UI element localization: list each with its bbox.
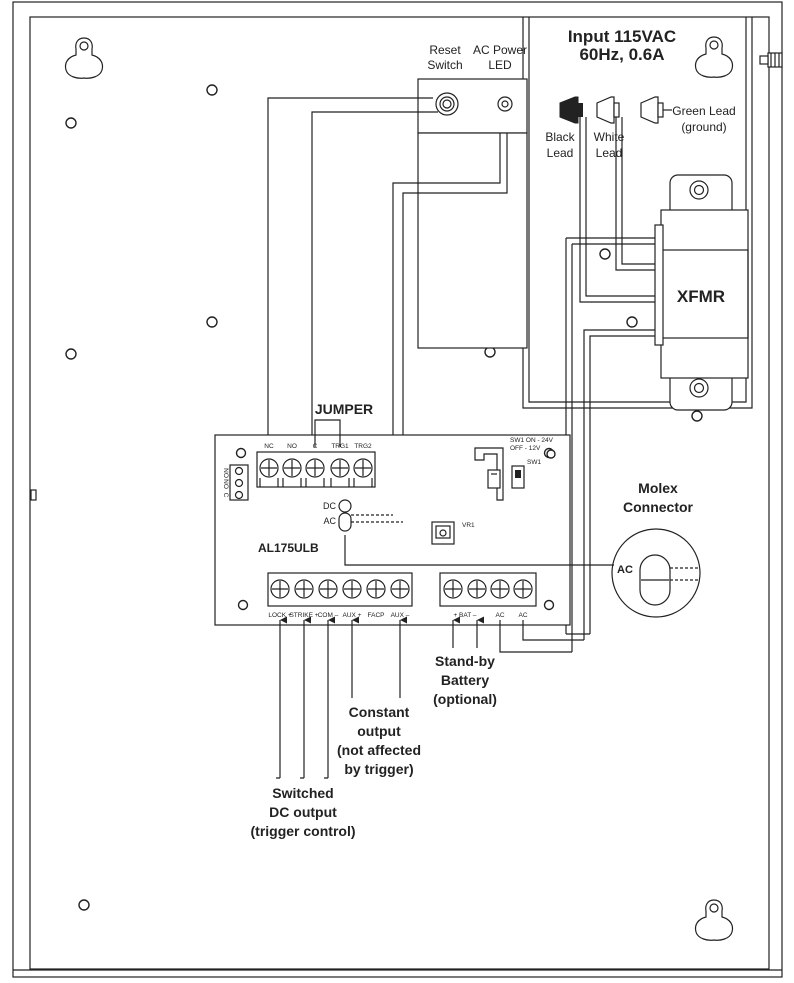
battery-arrows [452, 616, 485, 648]
constant-output-arrows [351, 616, 408, 698]
white-lead [596, 96, 615, 124]
terminal-label-c: C [313, 443, 318, 450]
jumper-wire [314, 419, 341, 447]
dc-label: DC [323, 501, 336, 511]
bottom-right-terminal-screws [443, 579, 533, 599]
terminal-label-com: COM – [318, 612, 339, 619]
ac-label: AC [323, 516, 336, 526]
bottom-left-terminal-screws [270, 579, 410, 599]
terminal-label-strike: STRIKE + [289, 612, 318, 619]
keyhole-top-right [694, 36, 734, 78]
ac-led [338, 512, 352, 532]
standby-label-3: (optional) [433, 691, 497, 707]
terminal-label-ac2: AC [518, 612, 527, 619]
molex-ac-label: AC [617, 564, 633, 576]
keyhole-top-left [64, 37, 104, 79]
terminal-label-trg1: TRG1 [331, 443, 349, 450]
reset-switch-label-2: Switch [427, 58, 462, 72]
ac-wires [499, 620, 590, 653]
switched-label-3: (trigger control) [251, 823, 356, 839]
al175ulb-board [214, 419, 571, 626]
molex-label-1: Molex [638, 480, 678, 496]
terminal-label-bat: + BAT – [453, 612, 476, 619]
keyhole-bottom-right [694, 899, 734, 941]
black-lead-label-1: Black [545, 130, 575, 144]
mounting-holes [65, 84, 703, 911]
green-lead-label-1: Green Lead [672, 104, 735, 118]
switched-output-arrows [276, 616, 336, 779]
terminal-label-lock: LOCK + [268, 612, 292, 619]
terminal-label-nc: NC [264, 443, 274, 450]
standby-label-1: Stand-by [435, 653, 495, 669]
board-model: AL175ULB [258, 541, 319, 555]
sw1-label: SW1 [527, 459, 541, 466]
ground-stud [759, 52, 783, 68]
constant-label-3: (not affected [337, 742, 421, 758]
terminal-label-facp: FACP [368, 612, 385, 619]
constant-label-1: Constant [349, 704, 410, 720]
standby-label-2: Battery [441, 672, 489, 688]
vr1-label: VR1 [462, 522, 475, 529]
constant-label-4: by trigger) [344, 761, 413, 777]
switched-label-2: DC output [269, 804, 337, 820]
white-lead-label-1: White [594, 130, 625, 144]
lead-connectors [559, 96, 672, 124]
reset-led-bracket [417, 78, 528, 349]
vr1-pot [431, 521, 455, 545]
dc-led [338, 499, 352, 513]
ac-power-led [497, 96, 513, 112]
molex-connector [344, 528, 701, 618]
ac-led-label-1: AC Power [473, 43, 527, 57]
side-header-label-3: C [222, 493, 229, 498]
white-lead-label-2: Lead [596, 146, 623, 160]
reset-switch-label-1: Reset [429, 43, 461, 57]
terminal-label-aux-plus: AUX + [343, 612, 362, 619]
terminal-label-trg2: TRG2 [354, 443, 372, 450]
input-line2: 60Hz, 0.6A [579, 45, 664, 64]
enclosure [12, 1, 783, 978]
input-line1: Input 115VAC [568, 27, 676, 46]
transformer [654, 174, 749, 411]
terminal-label-aux-minus: AUX – [391, 612, 410, 619]
transformer-label: XFMR [677, 287, 725, 306]
side-header-label-1: NO [222, 468, 229, 478]
black-lead-label-2: Lead [547, 146, 574, 160]
ac-led-label-2: LED [488, 58, 512, 72]
molex-label-2: Connector [623, 499, 694, 515]
jumper-label: JUMPER [315, 401, 373, 417]
sw1-info-1: SW1 ON - 24V [510, 437, 554, 444]
green-lead [640, 96, 659, 124]
sw1-info-2: OFF - 12V [510, 445, 541, 452]
terminal-label-no: NO [287, 443, 297, 450]
switched-label-1: Switched [272, 785, 333, 801]
side-header-label-2: NO [222, 479, 229, 489]
bracket-wires [267, 97, 508, 522]
terminal-label-ac1: AC [495, 612, 504, 619]
constant-label-2: output [357, 723, 401, 739]
top-terminal-screws [259, 458, 373, 487]
reset-switch-button [435, 92, 459, 116]
black-lead [559, 96, 579, 124]
green-lead-label-2: (ground) [681, 120, 726, 134]
